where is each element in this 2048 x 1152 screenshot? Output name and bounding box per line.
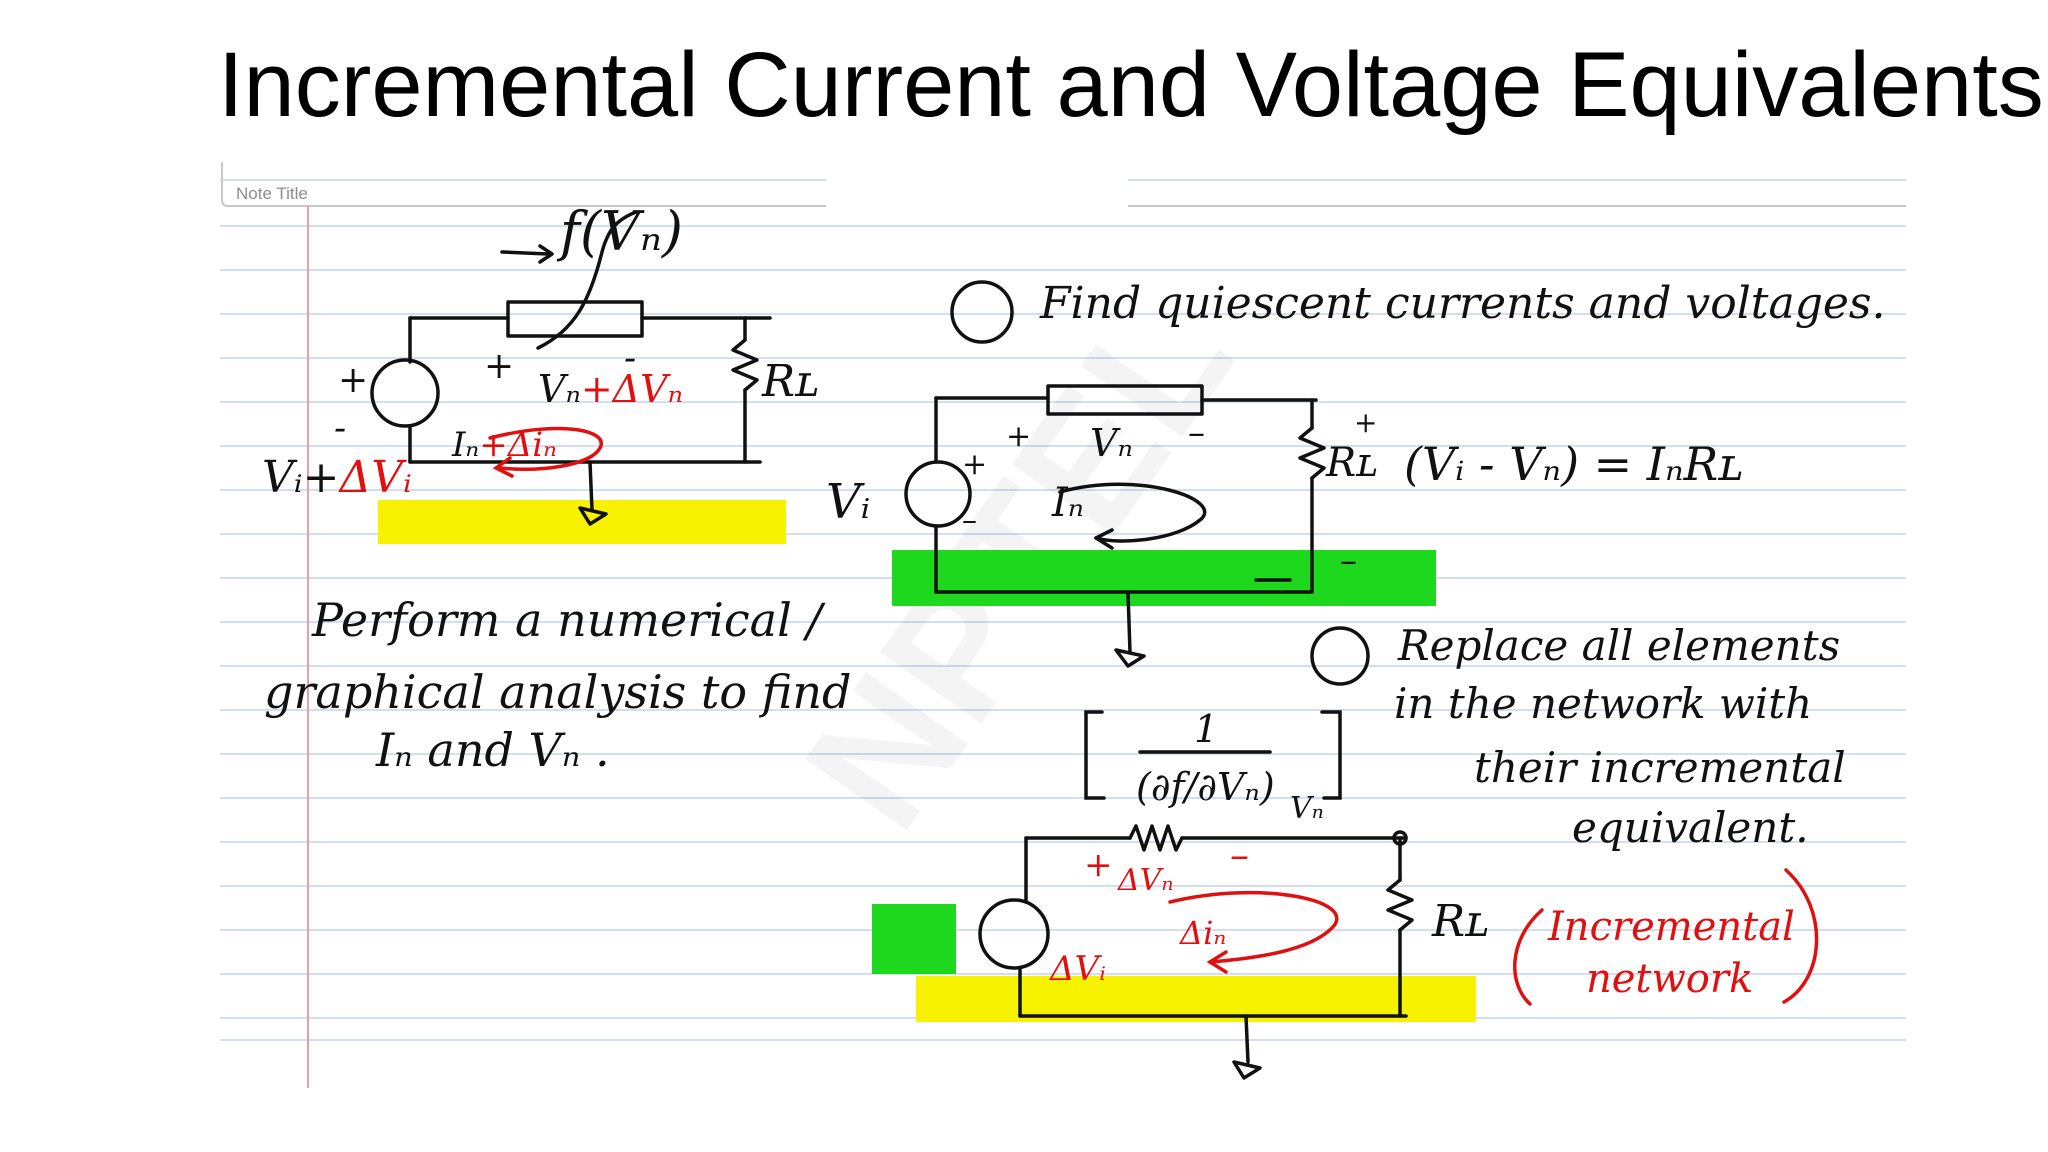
circuit-2 bbox=[904, 384, 1326, 668]
highlight-green-2 bbox=[872, 904, 956, 974]
circuit-1-plus-elem: + bbox=[484, 346, 514, 387]
circuit-3-replace-line-1: Replace all elements bbox=[1397, 621, 1840, 670]
circuit-1-in-label: Iₙ+Δiₙ bbox=[451, 425, 557, 465]
incremental-network-parens bbox=[1513, 868, 1819, 1006]
circuit-3-minus: – bbox=[1230, 833, 1249, 877]
circuit-1-minus-left: - bbox=[334, 408, 346, 449]
circuit-3-plus: + bbox=[1084, 845, 1113, 885]
circuit-2-equation: (Vᵢ - Vₙ) = IₙRʟ bbox=[1404, 437, 1743, 491]
notes-line-2: graphical analysis to find bbox=[264, 665, 851, 719]
circuit-2-minus-src: – bbox=[962, 503, 977, 538]
fraction-denominator: (∂f/∂Vₙ) bbox=[1136, 765, 1275, 809]
circuit-3-rl: Rʟ bbox=[1431, 896, 1489, 947]
circuit-2-in-label: Iₙ bbox=[1051, 480, 1084, 526]
notes-line-3: Iₙ and Vₙ . bbox=[375, 723, 610, 777]
circuit-3-replace-line-3: their incremental bbox=[1474, 743, 1846, 792]
note-title: Note Title bbox=[236, 184, 308, 203]
circuit-3-bracket bbox=[1084, 710, 1342, 800]
circuit-3-dvi: ΔVᵢ bbox=[1048, 949, 1106, 989]
highlight-yellow-1 bbox=[378, 500, 786, 544]
notes-line-1: Perform a numerical / bbox=[311, 593, 826, 647]
circuit-2-rl-plus: + bbox=[1354, 406, 1377, 439]
circuit-1-rl-label: Rʟ bbox=[761, 356, 819, 407]
circuit-2-step-marker bbox=[950, 280, 1014, 344]
circuit-1-vn-dvn-label: Vₙ+ΔVₙ bbox=[538, 367, 683, 411]
slide-title: Incremental Current and Voltage Equivale… bbox=[218, 34, 2044, 136]
circuit-1-function-label: f(Vₙ) bbox=[556, 200, 683, 263]
circuit-3-din: Δiₙ bbox=[1178, 914, 1226, 952]
fraction-numerator: 1 bbox=[1194, 707, 1218, 751]
notebook-frame bbox=[221, 162, 1906, 207]
circuit-1-vi-label: Vᵢ+ΔVᵢ bbox=[262, 452, 412, 503]
circuit-2-rl-minus: – bbox=[1340, 541, 1357, 581]
circuit-3 bbox=[978, 824, 1414, 1080]
circuit-3-replace-line-4: equivalent. bbox=[1572, 803, 1809, 852]
circuit-2-vi-label: Vᵢ bbox=[826, 474, 870, 530]
fraction-subscript: Vₙ bbox=[1290, 791, 1324, 826]
circuit-2-minus-elem: – bbox=[1188, 413, 1205, 453]
circuit-1-minus-elem: - bbox=[624, 338, 636, 379]
circuit-1-current-loop bbox=[488, 426, 603, 478]
circuit-3-current-loop bbox=[1168, 890, 1339, 974]
circuit-2-heading: Find quiescent currents and voltages. bbox=[1039, 278, 1885, 329]
circuit-3-dvn: ΔVₙ bbox=[1117, 863, 1174, 898]
circuit-1-plus-left: + bbox=[338, 360, 368, 401]
incremental-network-line-2: network bbox=[1586, 956, 1753, 1002]
circuit-2-plus-elem: + bbox=[1006, 419, 1031, 454]
circuit-3-step-marker bbox=[1310, 626, 1370, 686]
circuit-2-vn-label: Vₙ bbox=[1090, 421, 1133, 465]
circuit-2-plus-src: + bbox=[962, 447, 987, 482]
circuit-3-replace-line-2: in the network with bbox=[1394, 679, 1812, 728]
circuit-2-rl-label: Rʟ bbox=[1325, 440, 1378, 486]
highlight-green-1 bbox=[892, 550, 1436, 606]
circuit-1 bbox=[370, 210, 772, 526]
incremental-network-line-1: Incremental bbox=[1547, 904, 1795, 950]
